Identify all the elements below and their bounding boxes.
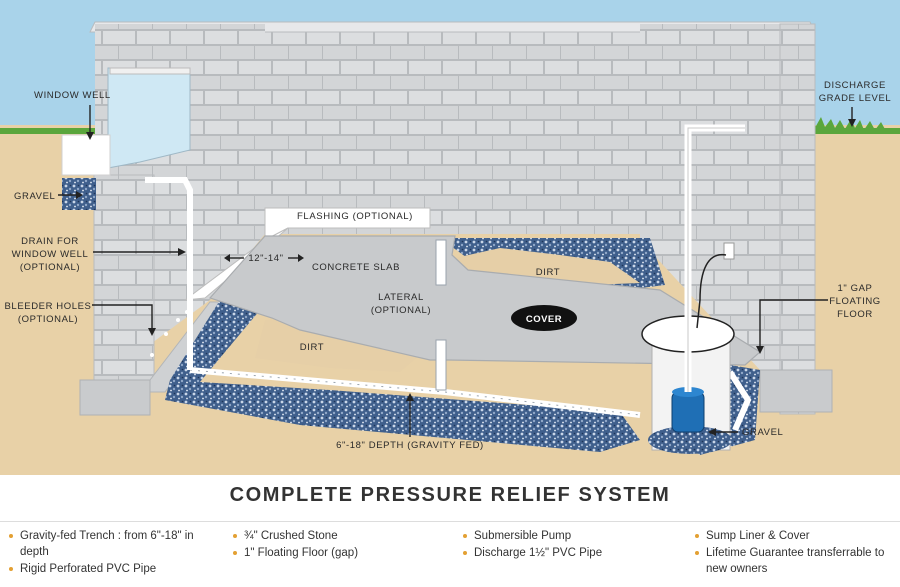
arrowhead-discharge <box>848 119 856 127</box>
right-footing <box>759 369 833 413</box>
label-lateral-line2: (OPTIONAL) <box>371 305 431 316</box>
flashing-strip <box>264 207 431 241</box>
legend-column-1: Gravity-fed Trench : from 6"-18" in dept… <box>8 528 208 578</box>
label-depth: 6"-18" DEPTH (GRAVITY FED) <box>336 440 484 451</box>
label-drain-line3: (OPTIONAL) <box>20 262 80 273</box>
perforated-pipe-right <box>727 370 752 432</box>
arrowhead-gravel-right <box>708 428 716 436</box>
label-discharge-line1: DISCHARGE <box>824 80 886 91</box>
label-gap-floor-line1: 1" GAP <box>838 283 873 294</box>
lateral-riser-back <box>435 239 447 286</box>
legend-item: 1" Floating Floor (gap) <box>232 545 432 561</box>
power-cord <box>696 254 727 329</box>
window-drain-pipe <box>145 177 193 370</box>
arrowhead-drain <box>178 248 186 256</box>
label-bleeder-line1: BLEEDER HOLES <box>5 301 92 312</box>
legend-item: Sump Liner & Cover <box>694 528 894 544</box>
right-wall <box>640 24 810 410</box>
legend-item: Lifetime Guarantee transferrable to new … <box>694 545 894 577</box>
arrow-gap-floor <box>759 299 828 348</box>
arrow-bleeder <box>92 304 153 330</box>
legend-column-3: Submersible Pump Discharge 1½" PVC Pipe <box>462 528 672 562</box>
label-dirt-left: DIRT <box>300 342 324 353</box>
label-gap: 12"-14" <box>248 253 283 264</box>
label-gap-floor-line2: FLOATING <box>829 296 881 307</box>
pressure-relief-illustration: COVER WINDOW WELL GRAVEL DRAIN FOR WINDO… <box>0 0 900 475</box>
label-bleeder-line2: (OPTIONAL) <box>18 314 78 325</box>
arrowhead-window-well <box>86 132 94 140</box>
legend-column-2: ¾" Crushed Stone 1" Floating Floor (gap) <box>232 528 432 562</box>
bleeder-hole-1 <box>150 353 154 357</box>
arrowhead-gap-floor <box>756 346 764 354</box>
left-footing-front <box>79 379 151 416</box>
bleeder-hole-3 <box>176 318 180 322</box>
label-gap-floor-line3: FLOOR <box>837 309 873 320</box>
trench-front <box>165 298 640 452</box>
label-discharge-line2: GRADE LEVEL <box>819 93 892 104</box>
dirt-patch-left <box>255 316 420 372</box>
submersible-pump <box>671 391 705 433</box>
legend-column-4: Sump Liner & Cover Lifetime Guarantee tr… <box>694 528 894 578</box>
legend-item: Submersible Pump <box>462 528 672 544</box>
label-flashing: FLASHING (OPTIONAL) <box>297 211 413 222</box>
gap-arrowhead-right <box>298 254 304 262</box>
right-pillar <box>779 23 816 415</box>
legend-item: ¾" Crushed Stone <box>232 528 432 544</box>
sump-cover <box>511 305 577 331</box>
label-dirt-right: DIRT <box>536 267 560 278</box>
divider <box>0 521 900 522</box>
legend-item: Gravity-fed Trench : from 6"-18" in dept… <box>8 528 208 560</box>
left-pillar <box>93 174 155 386</box>
arrowhead-depth <box>406 393 414 401</box>
diagram-title: COMPLETE PRESSURE RELIEF SYSTEM <box>229 484 671 506</box>
label-drain-line2: WINDOW WELL <box>12 249 89 260</box>
legend-item: Rigid Perforated PVC Pipe <box>8 561 208 577</box>
label-concrete-slab: CONCRETE SLAB <box>312 262 400 273</box>
label-drain-line1: DRAIN FOR <box>21 236 79 247</box>
discharge-pipe-outline <box>687 127 745 392</box>
window-frame <box>109 67 191 75</box>
bleeder-hole-2 <box>164 332 168 336</box>
arrowhead-bleeder <box>148 328 156 336</box>
electrical-outlet <box>723 242 735 260</box>
cover-label: COVER <box>526 314 562 325</box>
label-gravel-left: GRAVEL <box>14 191 55 202</box>
legend-item: Discharge 1½" PVC Pipe <box>462 545 672 561</box>
window-glass <box>107 67 191 169</box>
grass-right <box>810 117 900 131</box>
bleeder-hole-4 <box>185 310 189 314</box>
lateral-riser-front <box>435 339 447 391</box>
back-wall <box>265 24 640 234</box>
perforated-pipe-front <box>189 367 641 418</box>
arrowhead-gravel-left <box>76 191 83 199</box>
label-window-well: WINDOW WELL <box>34 90 111 101</box>
window-well <box>61 134 111 176</box>
label-lateral-line1: LATERAL <box>378 292 424 303</box>
gap-arrowhead-left <box>224 254 230 262</box>
label-gravel-right: GRAVEL <box>742 427 783 438</box>
